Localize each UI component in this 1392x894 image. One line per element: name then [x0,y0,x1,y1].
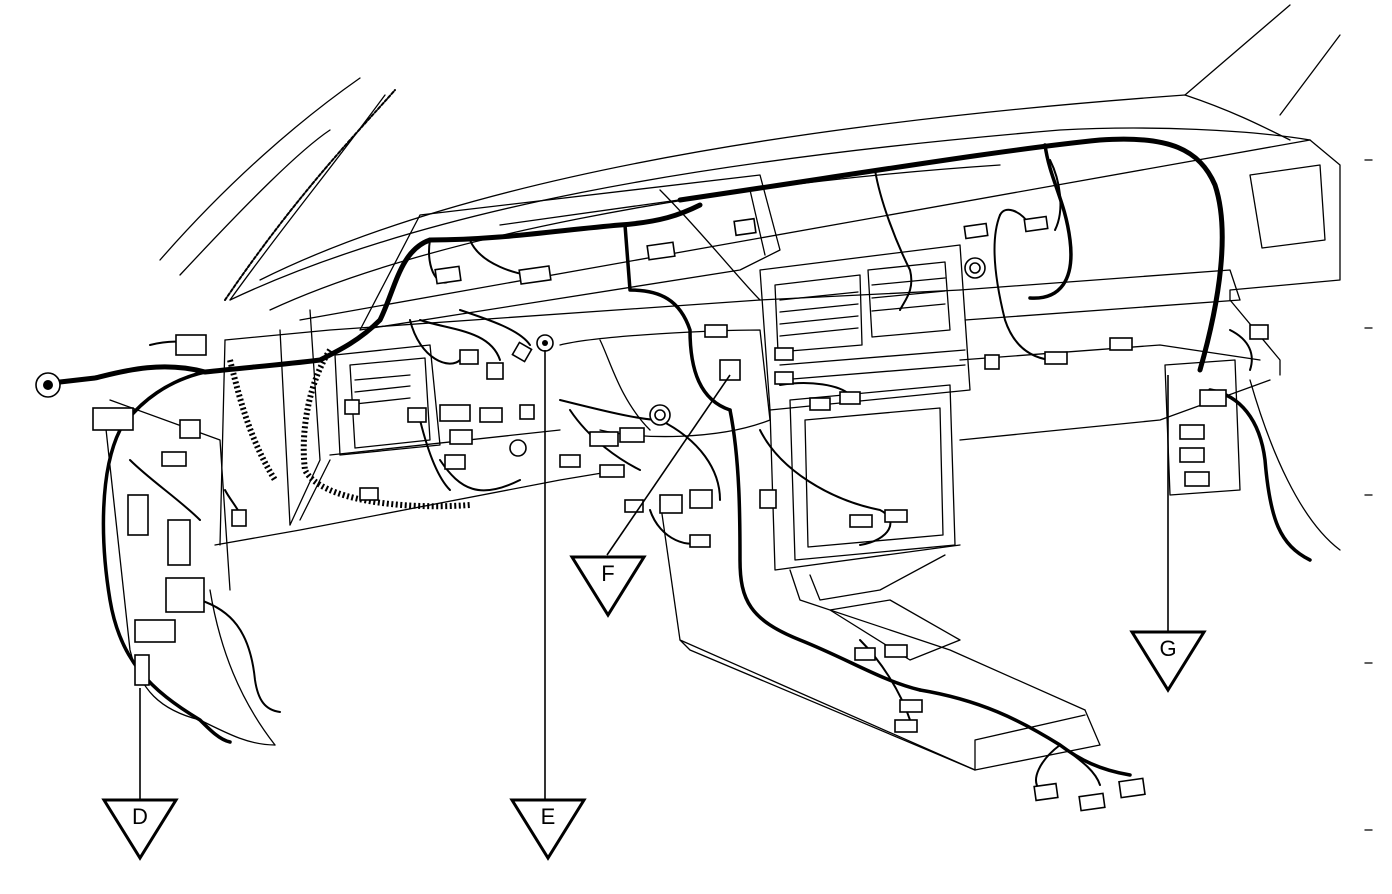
callout-e: E [509,798,587,861]
callout-d: D [101,798,179,861]
callout-f: F [569,555,647,618]
callout-e-label: E [541,804,556,829]
connectors [35,215,1269,812]
wiring-harness [57,136,1312,791]
callout-leaders [139,350,1169,800]
callout-g: G [1129,630,1207,693]
windshield-outline [159,4,1341,301]
callout-g-label: G [1159,636,1176,661]
callout-d-label: D [132,804,148,829]
callout-f-label: F [601,561,614,586]
